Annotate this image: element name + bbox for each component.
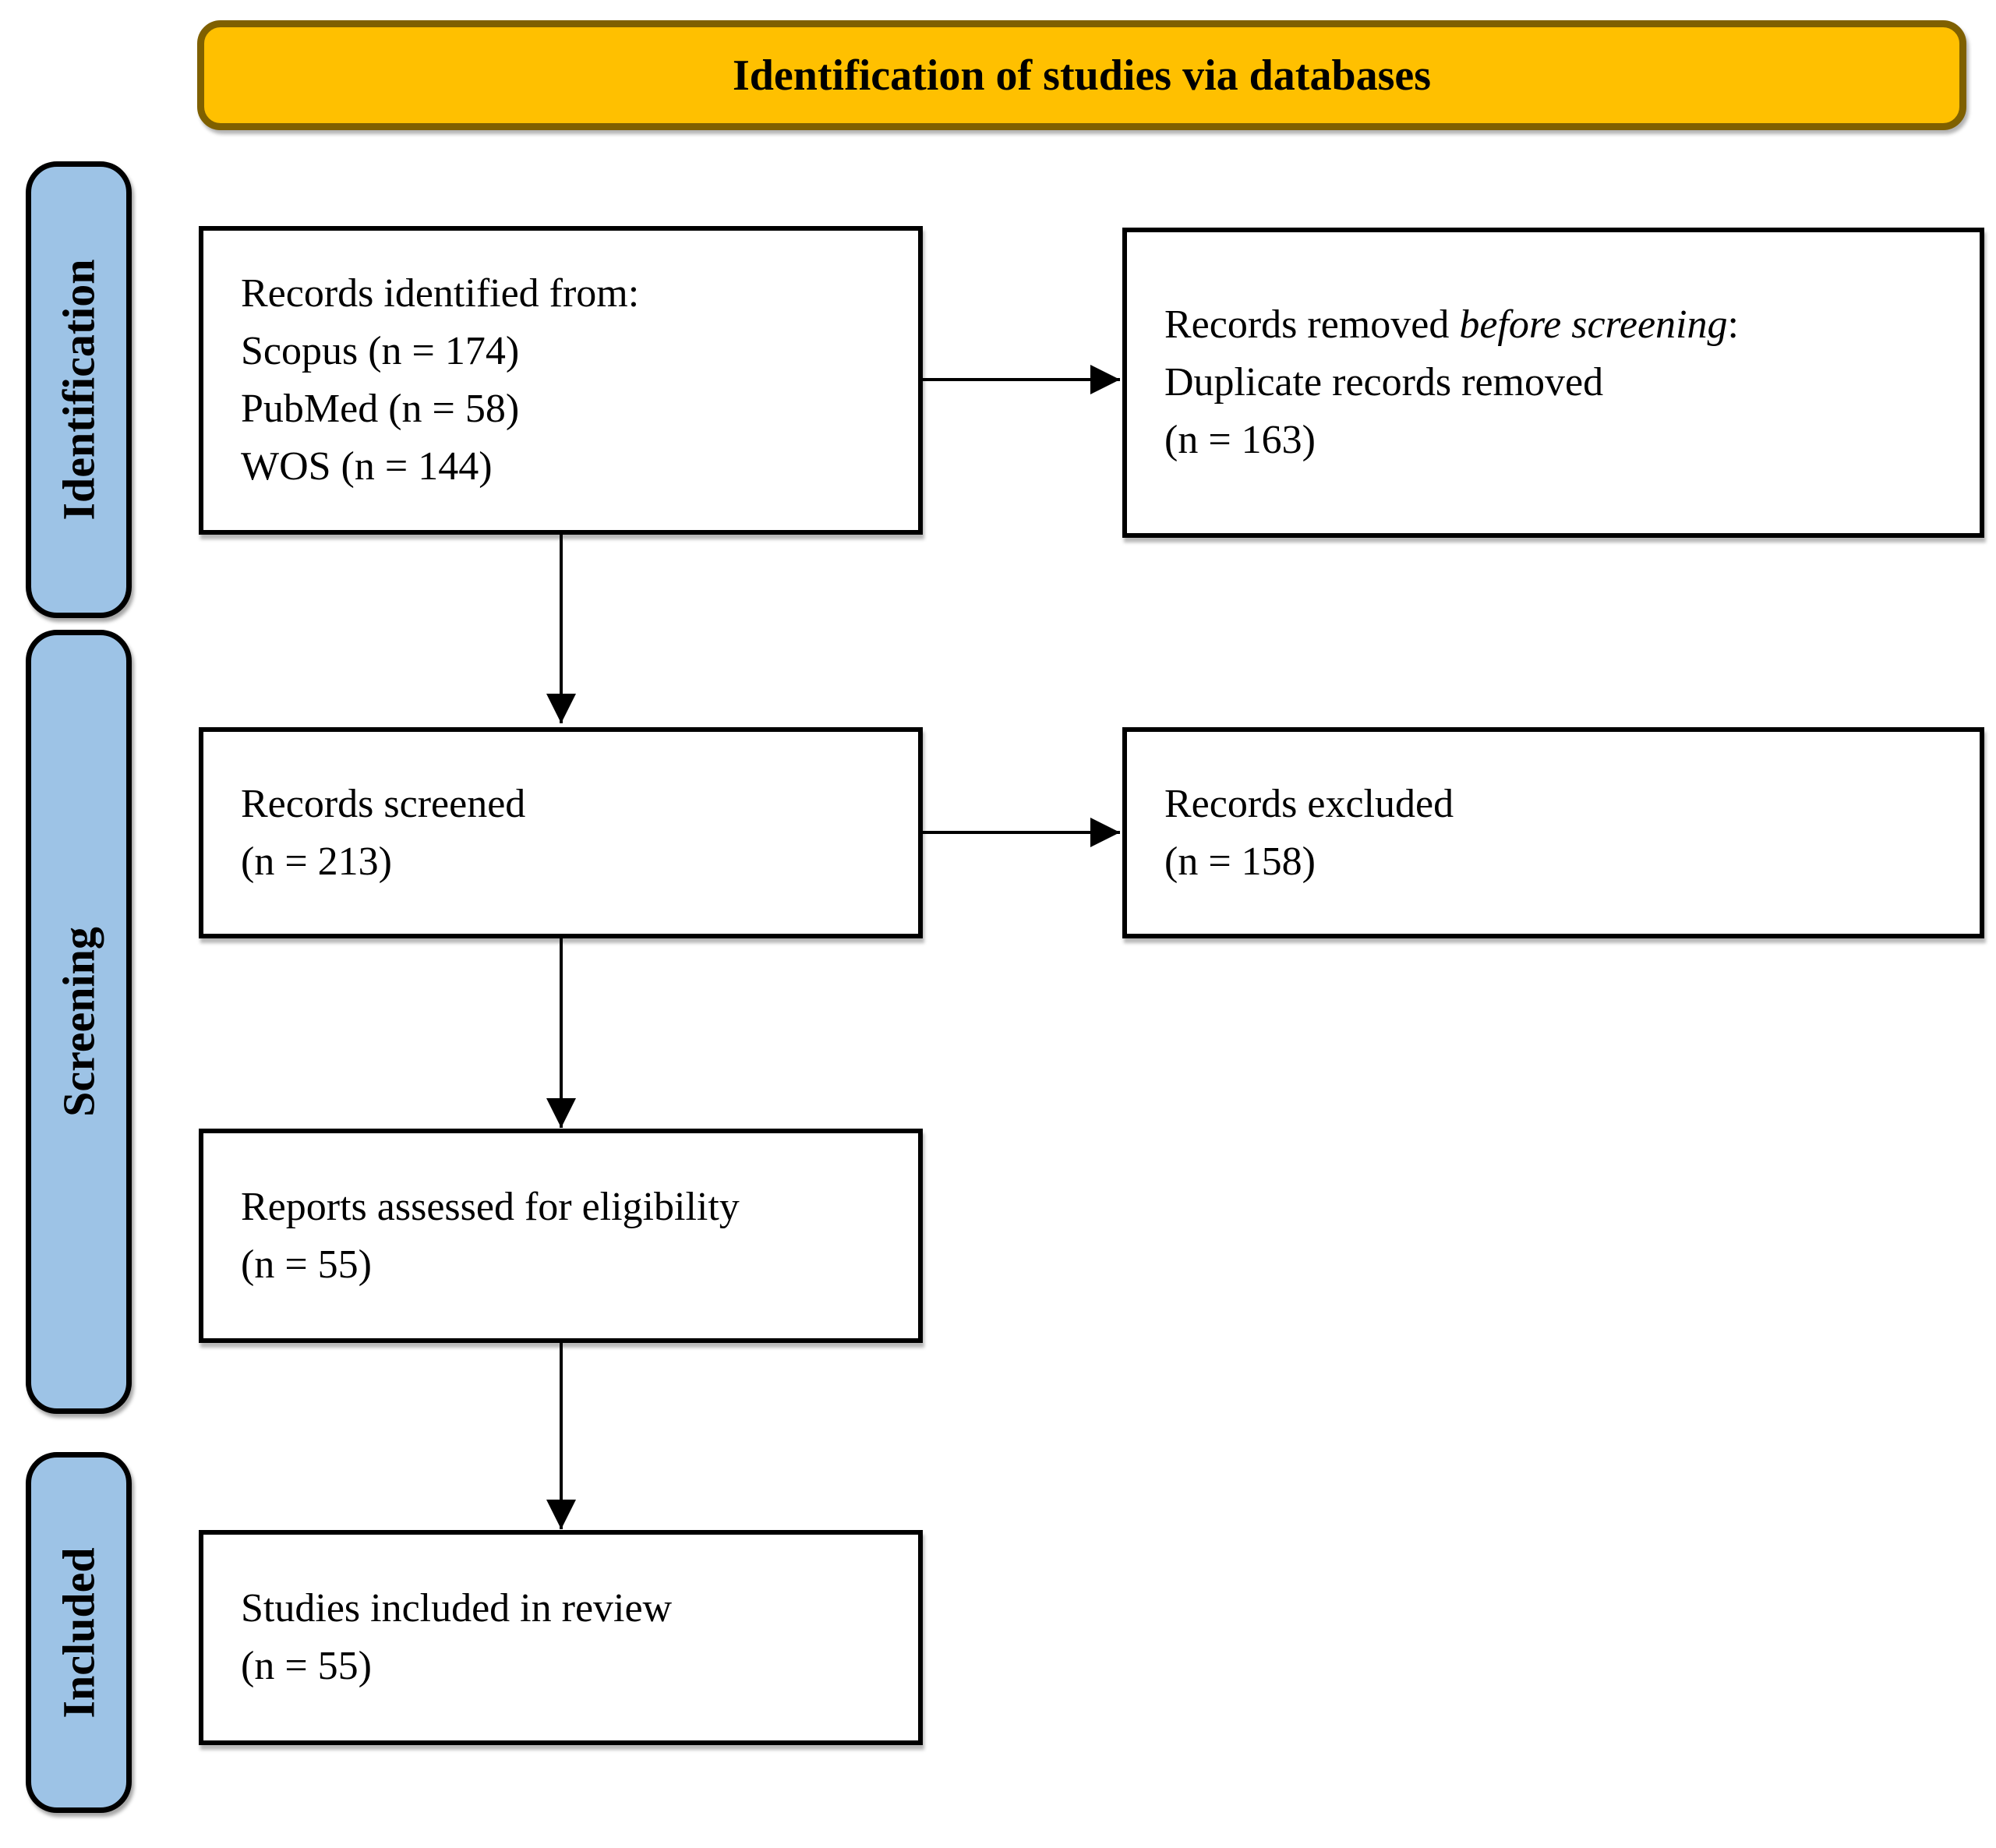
node-text-line: (n = 55)	[241, 1644, 372, 1688]
node-text-line: WOS (n = 144)	[241, 444, 493, 489]
stage-label-included: Included	[53, 1546, 104, 1719]
node-text-line: Reports assessed for eligibility	[241, 1184, 740, 1229]
node-text-line: Records excluded	[1164, 781, 1454, 826]
node-records-excluded: Records excluded (n = 158)	[1122, 727, 1984, 938]
node-text-line: (n = 55)	[241, 1242, 372, 1287]
node-text-line: PubMed (n = 58)	[241, 387, 520, 431]
node-records-removed: Records removed before screening: Duplic…	[1122, 228, 1984, 538]
node-text-segment: :	[1727, 302, 1739, 347]
stage-tab-screening: Screening	[26, 630, 132, 1414]
node-text-segment: Records removed	[1164, 302, 1460, 347]
node-records-identified: Records identified from: Scopus (n = 174…	[199, 226, 923, 535]
node-text-line: Duplicate records removed	[1164, 360, 1604, 405]
arrow-identified-to-removed	[923, 378, 1120, 381]
arrow-identified-to-screened	[560, 535, 563, 723]
stage-tab-included: Included	[26, 1452, 132, 1813]
node-studies-included: Studies included in review (n = 55)	[199, 1530, 923, 1745]
stage-tab-identification: Identification	[26, 161, 132, 618]
node-records-screened: Records screened (n = 213)	[199, 727, 923, 938]
node-text-line: Records removed before screening:	[1164, 296, 1961, 354]
node-text-line: (n = 158)	[1164, 839, 1316, 884]
node-text-segment-italic: before screening	[1459, 302, 1728, 347]
title-banner: Identification of studies via databases	[197, 20, 1966, 130]
arrow-screened-to-assessed	[560, 938, 563, 1128]
node-text-line: (n = 213)	[241, 839, 392, 884]
node-reports-assessed: Reports assessed for eligibility (n = 55…	[199, 1129, 923, 1343]
diagram-title: Identification of studies via databases	[732, 51, 1432, 100]
arrow-assessed-to-included	[560, 1343, 563, 1529]
stage-label-identification: Identification	[53, 259, 104, 521]
node-text-line: Scopus (n = 174)	[241, 329, 520, 373]
node-text-line: Records screened	[241, 781, 526, 826]
arrow-screened-to-excluded	[923, 831, 1120, 834]
node-text-line: Studies included in review	[241, 1586, 673, 1631]
node-text-line: (n = 163)	[1164, 418, 1316, 462]
node-text-line: Records identified from:	[241, 271, 640, 316]
stage-label-screening: Screening	[53, 927, 104, 1117]
